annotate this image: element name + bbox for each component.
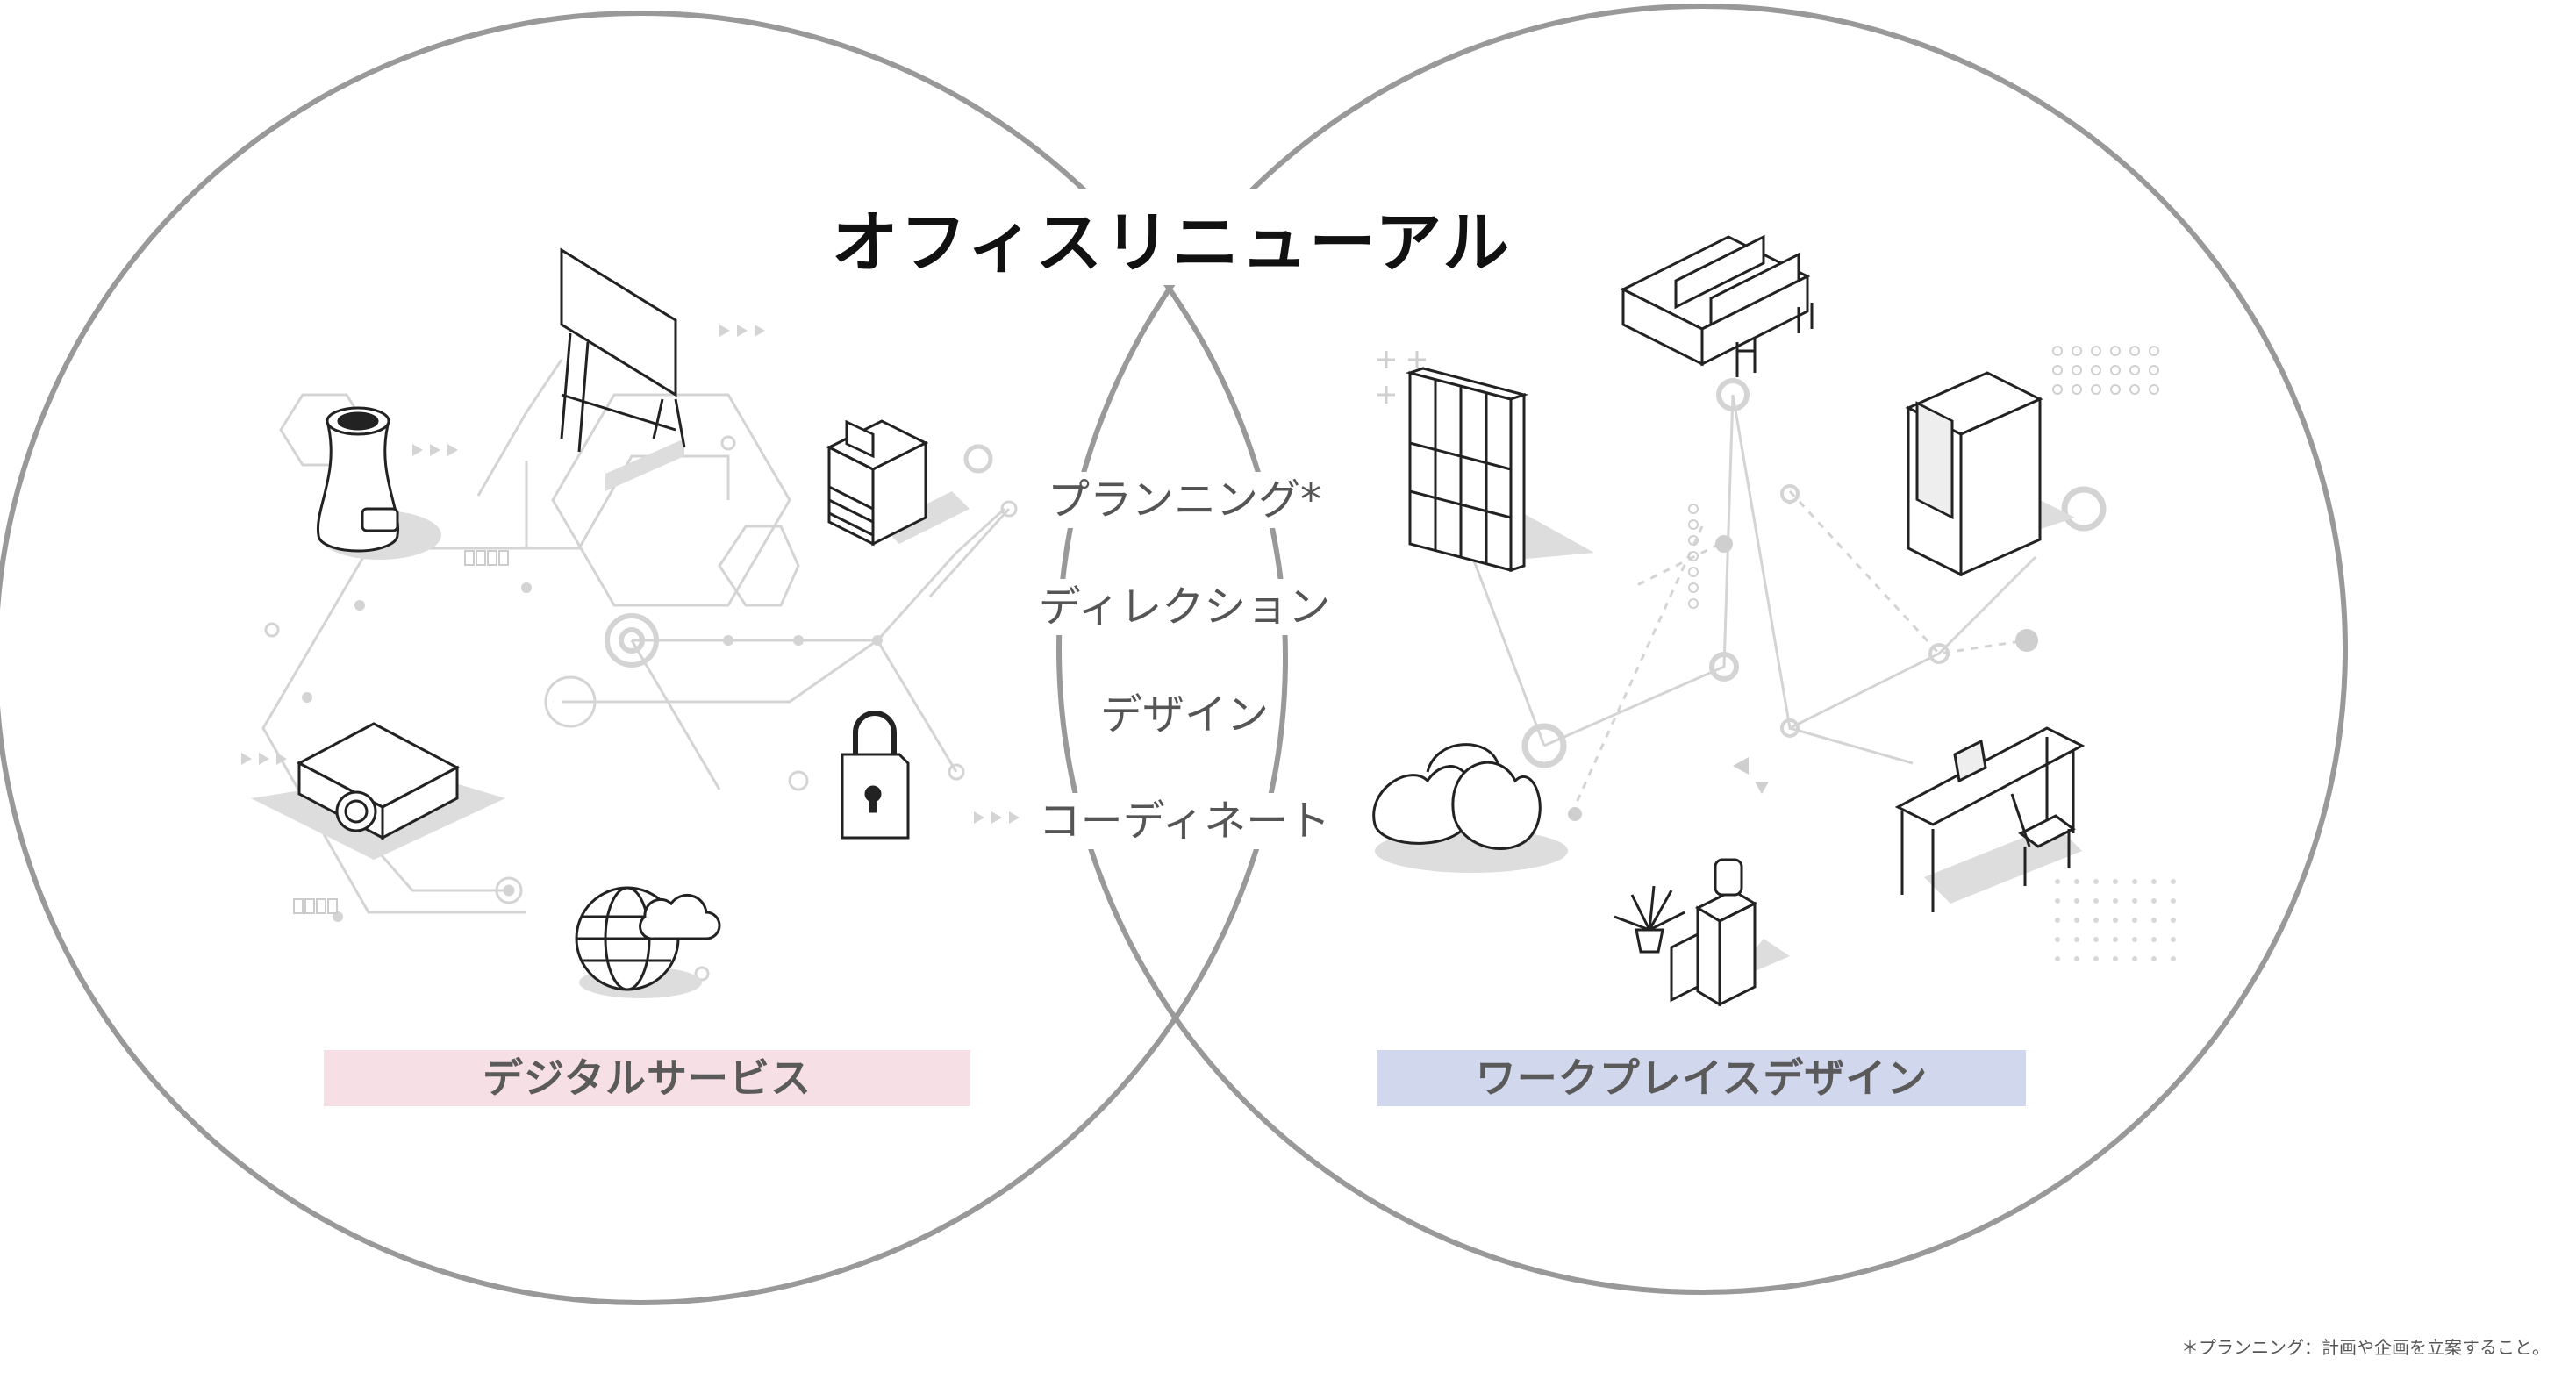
network-dots-left	[241, 325, 1020, 922]
center-item-direction: ディレクション	[1009, 572, 1360, 635]
workplace-design-label: ワークプレイスデザイン	[1377, 1050, 2026, 1106]
grid-dot	[2093, 918, 2099, 923]
grid-dot	[1688, 519, 1699, 530]
grid-dot	[2113, 898, 2118, 904]
grid-dot	[2132, 956, 2137, 961]
grid-dot	[2171, 918, 2176, 923]
grid-dot	[2132, 918, 2137, 923]
grid-dot	[1688, 567, 1699, 577]
grid-dot	[2149, 346, 2159, 356]
digital-services-label: デジタルサービス	[324, 1050, 970, 1106]
center-item-text: プランニング*	[1047, 472, 1321, 528]
grid-dot	[1688, 535, 1699, 546]
grid-dot	[2132, 879, 2137, 884]
grid-dot	[1688, 551, 1699, 561]
grid-dot	[2129, 365, 2140, 375]
grid-dot	[2074, 918, 2079, 923]
grid-dot	[2151, 937, 2157, 942]
grid-dot	[2074, 879, 2079, 884]
phone-booth-icon	[1905, 371, 2075, 577]
grid-dot	[2074, 956, 2079, 961]
grid-dot	[2149, 365, 2159, 375]
center-item-text: デザイン	[1099, 687, 1269, 743]
grid-dot	[2171, 898, 2176, 904]
grid-dot	[2110, 346, 2121, 356]
center-item-text: コーディネート	[1038, 793, 1331, 849]
grid-dot	[1688, 504, 1699, 514]
left-circle	[0, 11, 1288, 1305]
grid-dot	[2151, 956, 2157, 961]
network-lines-right	[1459, 378, 2107, 817]
center-item-design: デザイン	[1009, 680, 1360, 743]
grid-dot	[2074, 898, 2079, 904]
grid-dot	[2151, 879, 2157, 884]
grid-dot	[2052, 346, 2063, 356]
grid-dot	[2113, 956, 2118, 961]
copier-icon	[826, 419, 970, 547]
lock-icon	[841, 711, 910, 840]
grid-dot	[2132, 898, 2137, 904]
grid-dot	[2093, 937, 2099, 942]
grid-dot	[2171, 956, 2176, 961]
grid-dot	[2093, 898, 2099, 904]
grid-dot	[2110, 365, 2121, 375]
beanbag-icon	[1372, 743, 1568, 873]
grid-dot	[2091, 346, 2101, 356]
grid-dot	[2055, 898, 2060, 904]
grid-dot	[2151, 918, 2157, 923]
grid-dot	[2171, 937, 2176, 942]
laptop-desk-icon	[1894, 726, 2086, 912]
grid-dot	[2052, 365, 2063, 375]
locker-icon	[1405, 367, 1594, 573]
grid-dot	[2072, 346, 2082, 356]
grid-dot	[2171, 879, 2176, 884]
decorative-boxes	[293, 550, 509, 914]
grid-dot	[2093, 956, 2099, 961]
speaker-icon	[316, 406, 441, 560]
grid-dot	[2110, 384, 2121, 395]
grid-dot	[2113, 937, 2118, 942]
projector-icon	[251, 722, 505, 860]
grid-dot	[2093, 879, 2099, 884]
grid-dot	[2149, 384, 2159, 395]
grid-dot	[2072, 365, 2082, 375]
grid-dot	[2052, 384, 2063, 395]
network-dots-right	[1377, 351, 2038, 821]
right-circle	[1056, 4, 2348, 1295]
grid-dot	[2055, 918, 2060, 923]
dot-grid-right	[1688, 346, 2176, 961]
center-item-planning: プランニング*	[1009, 465, 1360, 528]
center-item-coordinate: コーディネート	[1009, 786, 1360, 849]
center-item-text: ディレクション	[1038, 579, 1331, 635]
diagram-title: オフィスリニューアル	[820, 189, 1522, 285]
grid-dot	[2055, 956, 2060, 961]
grid-dot	[2113, 879, 2118, 884]
globe-cloud-icon	[575, 886, 721, 998]
whiteboard-icon	[560, 247, 686, 491]
grid-dot	[2151, 898, 2157, 904]
grid-dot	[1688, 598, 1699, 609]
grid-dot	[2055, 879, 2060, 884]
grid-dot	[2091, 365, 2101, 375]
plant-water-dispenser-icon	[1614, 858, 1790, 1007]
grid-dot	[1688, 582, 1699, 593]
grid-dot	[2055, 937, 2060, 942]
grid-dot	[2074, 937, 2079, 942]
grid-dot	[2072, 384, 2082, 395]
grid-dot	[2129, 384, 2140, 395]
footnote: ＊プランニング：計画や企画を立案すること。	[2181, 1337, 2550, 1358]
grid-dot	[2129, 346, 2140, 356]
grid-dot	[2132, 937, 2137, 942]
desk-cluster-icon	[1620, 234, 1814, 377]
grid-dot	[2113, 918, 2118, 923]
grid-dot	[2091, 384, 2101, 395]
